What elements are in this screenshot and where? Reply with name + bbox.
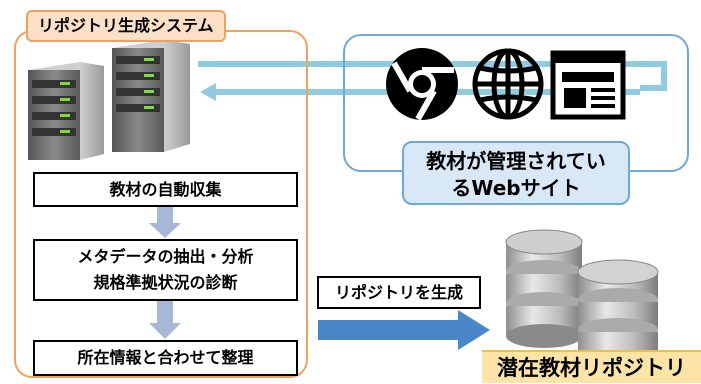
step-organize: 所在情報と合わせて整理	[33, 340, 298, 376]
chrome-icon	[386, 48, 458, 121]
system-title: リポジトリ生成システム	[26, 10, 226, 42]
website-label: 教材が管理されてい るWebサイト	[402, 141, 630, 205]
server-icon	[28, 62, 104, 160]
database-icon	[577, 259, 659, 350]
server-icon	[112, 40, 190, 152]
flow-arrow	[149, 301, 181, 339]
step-label: メタデータの抽出・分析	[77, 247, 254, 266]
repository-label: 潜在教材リポジトリ	[482, 350, 701, 383]
website-label-line1: 教材が管理されてい	[426, 149, 606, 173]
generate-arrow	[318, 310, 490, 350]
step-auto-collect: 教材の自動収集	[33, 172, 298, 207]
website-label-line2: るWebサイト	[451, 176, 581, 200]
step-label: 規格準拠状況の診断	[93, 273, 238, 292]
webpage-icon	[550, 50, 626, 120]
step-label: 教材の自動収集	[109, 180, 222, 199]
generate-repository-label: リポジトリを生成	[317, 276, 481, 309]
globe-icon	[472, 48, 544, 120]
step-label: 所在情報と合わせて整理	[77, 348, 254, 367]
step-metadata-analysis: メタデータの抽出・分析 規格準拠状況の診断	[33, 239, 298, 301]
database-icon	[505, 229, 583, 348]
flow-arrow	[149, 207, 181, 238]
